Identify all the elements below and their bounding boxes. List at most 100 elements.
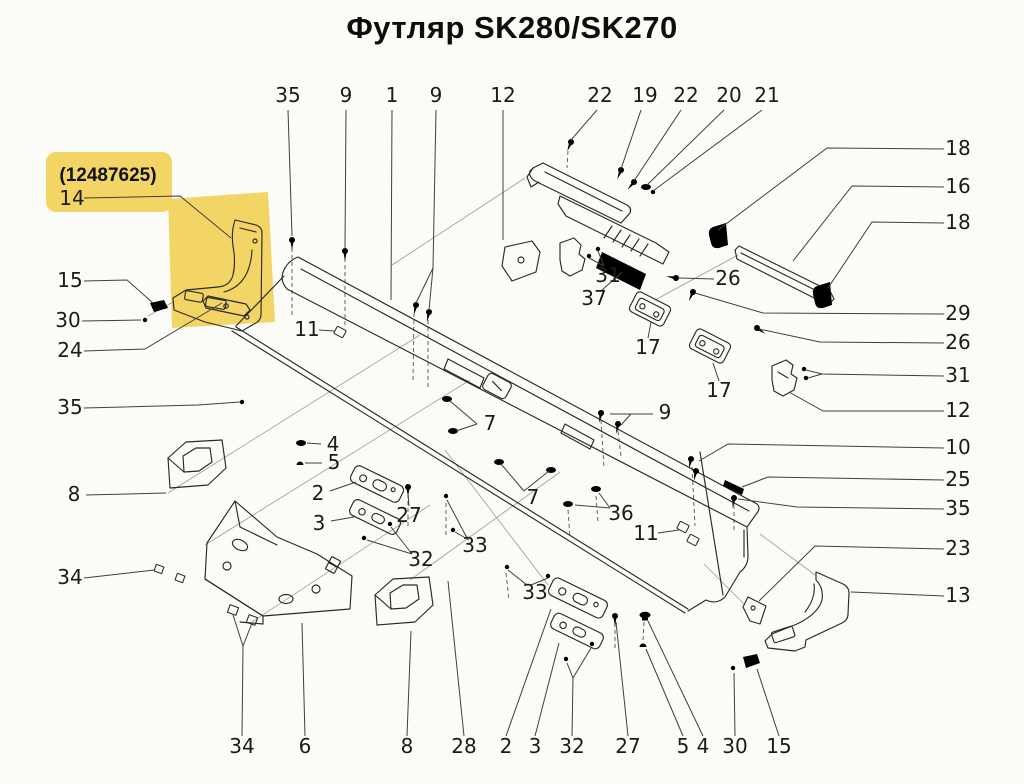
callout-33: 33 [462,533,487,557]
part-plate-17a [628,291,672,327]
leader-line [454,531,470,541]
leader-line [600,271,623,292]
callout-27: 27 [396,503,421,527]
leader-line [572,647,592,679]
callout-26: 26 [945,330,970,354]
part-bracket-13 [764,571,850,652]
leader-line [446,499,468,539]
leader-line [530,577,549,586]
callout-17: 17 [635,335,660,359]
highlighted-part-code: (12487625) [59,165,156,186]
callout-8: 8 [401,734,414,758]
callout-25: 25 [945,467,970,491]
callout-23: 23 [945,536,970,560]
part-plate-15-bottom [743,654,760,668]
page-title: Футляр SK280/SK270 [346,10,678,45]
callout-35: 35 [275,83,300,107]
callout-10: 10 [945,435,970,459]
leader-line [647,321,652,339]
leader-line [390,109,393,301]
callout-34: 34 [229,734,254,758]
callout-36: 36 [608,501,633,525]
leader-line [415,109,437,304]
leader-line [615,621,629,737]
leader-line [850,591,945,597]
leader-line [570,109,598,141]
callout-11: 11 [633,521,658,545]
highlight-part-region[interactable] [168,192,275,328]
callout-9: 9 [340,83,353,107]
highlight-layer: (12487625) 14 [46,152,275,328]
washer [591,486,601,492]
callout-9: 9 [430,83,443,107]
leader-line [758,328,945,344]
callout-35: 35 [945,496,970,520]
leader-line [827,221,945,289]
screw [564,138,575,153]
part-bracket-24 [202,295,251,317]
part-clip-11a [333,325,347,339]
leader-line [83,195,232,239]
cap [639,643,647,647]
part-plate-3b [550,612,604,650]
leader-line [287,109,293,237]
leader-line [805,369,945,377]
callout-3: 3 [529,734,542,758]
screw [342,248,348,261]
leader-line [598,492,611,509]
leader-line [741,476,945,488]
callout-32: 32 [559,734,584,758]
projection-lines [291,150,735,648]
callout-33: 33 [522,580,547,604]
screw [289,237,295,250]
leader-line [788,391,944,412]
leader-line [645,109,725,187]
callout-15: 15 [766,734,791,758]
callout-6: 6 [299,734,312,758]
part-channel-8b [374,576,434,626]
callout-7: 7 [527,485,540,509]
leader-line [620,413,632,426]
pin [450,527,456,538]
leader-line [85,492,167,496]
callout-13: 13 [945,583,970,607]
leader-line [597,250,605,267]
callout-12: 12 [490,83,515,107]
part-lid-assembly [526,162,670,265]
callout-19: 19 [632,83,657,107]
callout-32: 32 [408,547,433,571]
part-clip-11c [676,520,700,547]
callout-1: 1 [386,83,399,107]
leader-line [366,539,413,555]
callout-18: 18 [945,136,970,160]
leader-line [447,580,465,737]
part-strip-25 [723,480,744,495]
leader-lines-layer [81,109,945,737]
callout-26: 26 [715,266,740,290]
callout-11: 11 [294,317,319,341]
screw [612,613,618,626]
part-plate-2b [547,577,609,619]
washer [494,459,504,465]
leader-line [407,492,410,507]
screw [625,177,639,192]
leader-line [306,442,322,445]
washer [641,184,651,190]
leader-line [83,401,241,409]
leader-line [694,292,945,315]
part-clip-23 [742,596,767,625]
callout-18: 18 [945,210,970,234]
leader-line [500,463,525,492]
leader-line [330,516,355,522]
callout-21: 21 [754,83,779,107]
leader-line [449,400,478,425]
callout-5: 5 [328,450,341,474]
nut [639,611,651,621]
leader-line [301,622,306,737]
screw [410,301,420,316]
washer [296,440,306,446]
leader-line [807,373,823,379]
part-plate-17b [688,328,732,364]
part-bracket-14 [172,219,263,332]
